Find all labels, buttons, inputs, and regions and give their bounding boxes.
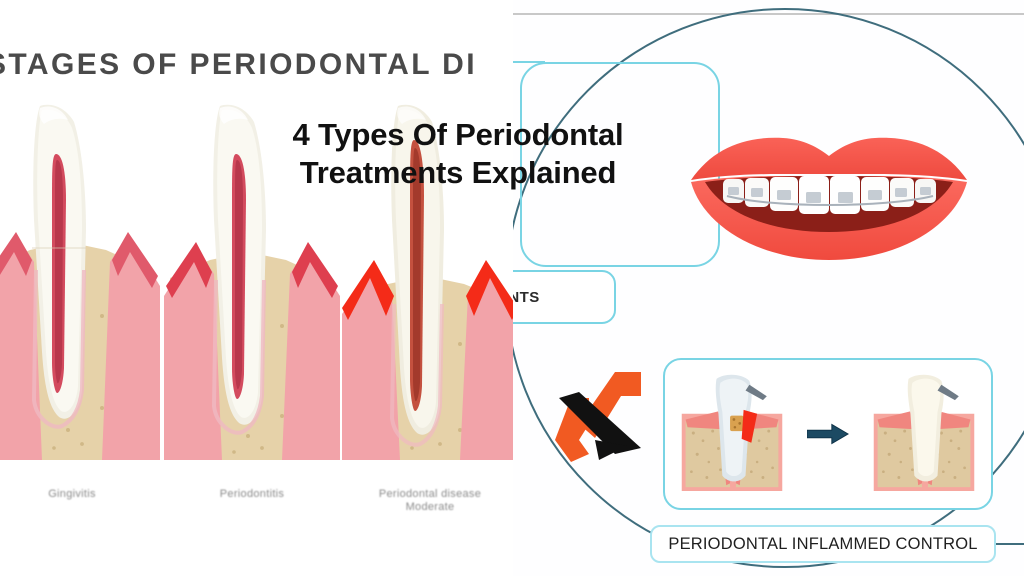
stages-image-header: STAGES OF PERIODONTAL DI [0,48,477,81]
lips-with-braces-image [683,132,976,264]
overlay-title: 4 Types Of Periodontal Treatments Explai… [232,116,684,192]
tooth-stage-3: Periodontal disease Moderate [340,100,513,513]
stages-of-periodontal-disease-image: STAGES OF PERIODONTAL DI [0,48,513,576]
tooth-stage-2: Periodontitis [162,100,342,500]
tooth-stage-3-label: Periodontal disease [378,488,482,500]
brand-x-logo [549,362,645,470]
periodontal-control-label-text: PERIODONTAL INFLAMMED CONTROL [668,534,978,553]
label-connector-line [994,543,1024,545]
gum-after-illustration [874,374,975,492]
cyan-connector-stub [505,61,545,63]
periodontal-control-label-box: PERIODONTAL INFLAMMED CONTROL [650,525,996,563]
periodontal-before-after-card [663,358,993,510]
treatment-arrow-icon [806,423,849,445]
overlay-title-line-1: 4 Types Of Periodontal [292,117,624,152]
tooth-stage-row: Gingivitis [0,100,513,513]
tooth-stage-3-sublabel: Moderate [405,501,455,513]
tooth-stage-2-label: Periodontitis [219,488,285,500]
gum-before-illustration [677,374,786,493]
left-image-bottom-fade [0,540,513,576]
tooth-stage-1: Gingivitis [0,100,162,500]
overlay-title-line-2: Treatments Explained [299,155,617,190]
tooth-stage-1-label: Gingivitis [48,488,96,500]
